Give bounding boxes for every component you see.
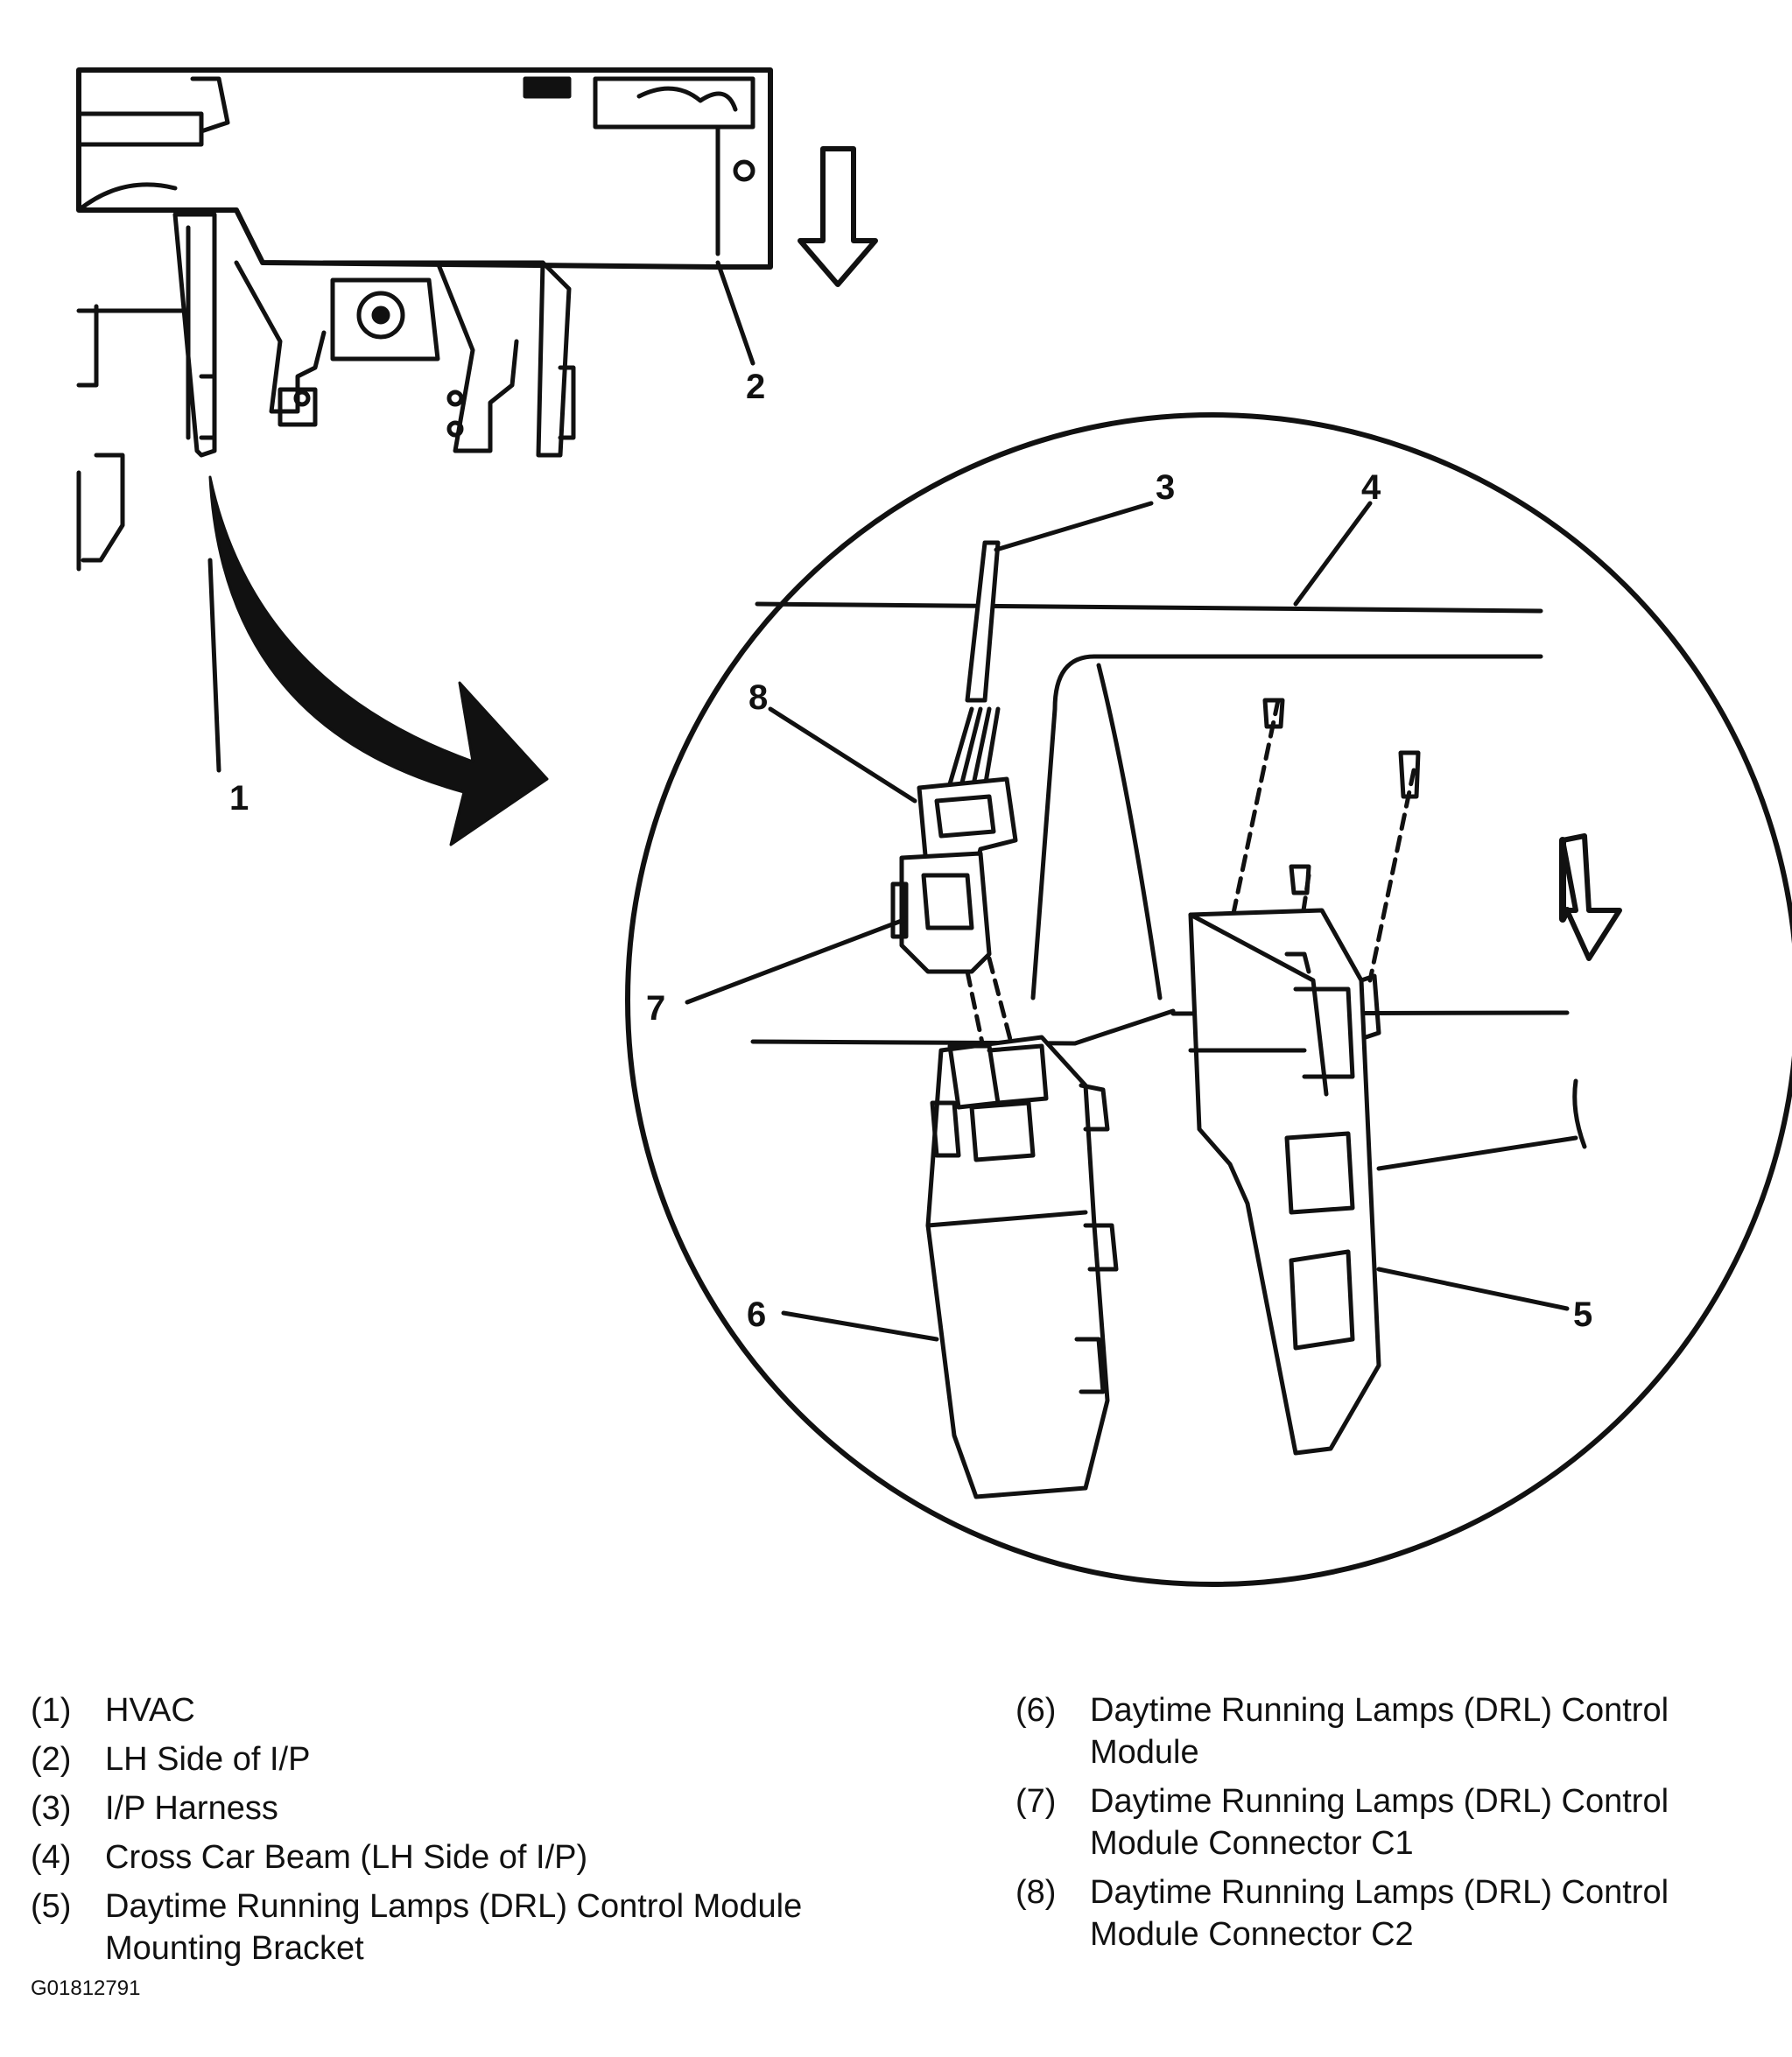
callout-4: 4 [1361, 468, 1381, 507]
legend-item: (2) LH Side of I/P [31, 1738, 950, 1780]
detail-view [207, 260, 1622, 1499]
install-direction-arrow-icon [1560, 833, 1622, 961]
legend-number: (7) [1015, 1783, 1057, 1820]
legend-text: HVAC [105, 1692, 195, 1729]
legend-item: (8) Daytime Running Lamps (DRL) Control … [1015, 1871, 1768, 1955]
callout-8: 8 [748, 678, 768, 717]
legend-item: (4) Cross Car Beam (LH Side of I/P) [31, 1836, 950, 1878]
legend-text: Daytime Running Lamps (DRL) Control Modu… [1090, 1783, 1669, 1862]
callout-5: 5 [1573, 1295, 1592, 1334]
legend-number: (6) [1015, 1692, 1057, 1729]
down-arrow-icon [798, 146, 878, 287]
legend-item: (7) Daytime Running Lamps (DRL) Control … [1015, 1780, 1768, 1864]
detail-circle [625, 412, 1792, 1587]
legend-number: (2) [31, 1741, 72, 1778]
legend-text: Daytime Running Lamps (DRL) Control Modu… [1090, 1692, 1669, 1771]
zoom-arrow-icon [208, 475, 549, 846]
callout-1: 1 [229, 779, 249, 818]
legend-number: (5) [31, 1888, 72, 1925]
legend-item: (1) HVAC [31, 1689, 950, 1731]
legend-right-column: (6) Daytime Running Lamps (DRL) Control … [1015, 1689, 1768, 1962]
legend-left-column: (1) HVAC (2) LH Side of I/P (3) I/P Harn… [31, 1689, 950, 1976]
callout-7: 7 [646, 989, 665, 1028]
legend-text: Daytime Running Lamps (DRL) Control Modu… [1090, 1874, 1669, 1953]
figure-id: G01812791 [31, 1976, 141, 2000]
legend-item: (6) Daytime Running Lamps (DRL) Control … [1015, 1689, 1768, 1773]
legend-text: LH Side of I/P [105, 1741, 311, 1778]
legend-text: Cross Car Beam (LH Side of I/P) [105, 1839, 588, 1876]
legend-text: Daytime Running Lamps (DRL) Control Modu… [105, 1888, 803, 1967]
legend-item: (3) I/P Harness [31, 1787, 950, 1829]
legend-number: (8) [1015, 1874, 1057, 1911]
callout-2: 2 [746, 368, 765, 406]
callout-6: 6 [747, 1295, 766, 1334]
legend-item: (5) Daytime Running Lamps (DRL) Control … [31, 1885, 950, 1969]
exploded-view-illustration: 1 2 3 4 5 6 7 8 [76, 67, 1792, 1587]
legend-number: (4) [31, 1839, 72, 1876]
instrument-panel-overview [76, 67, 773, 572]
legend-number: (3) [31, 1790, 72, 1827]
legend-number: (1) [31, 1692, 72, 1729]
legend-text: I/P Harness [105, 1790, 278, 1827]
callout-3: 3 [1156, 468, 1175, 507]
